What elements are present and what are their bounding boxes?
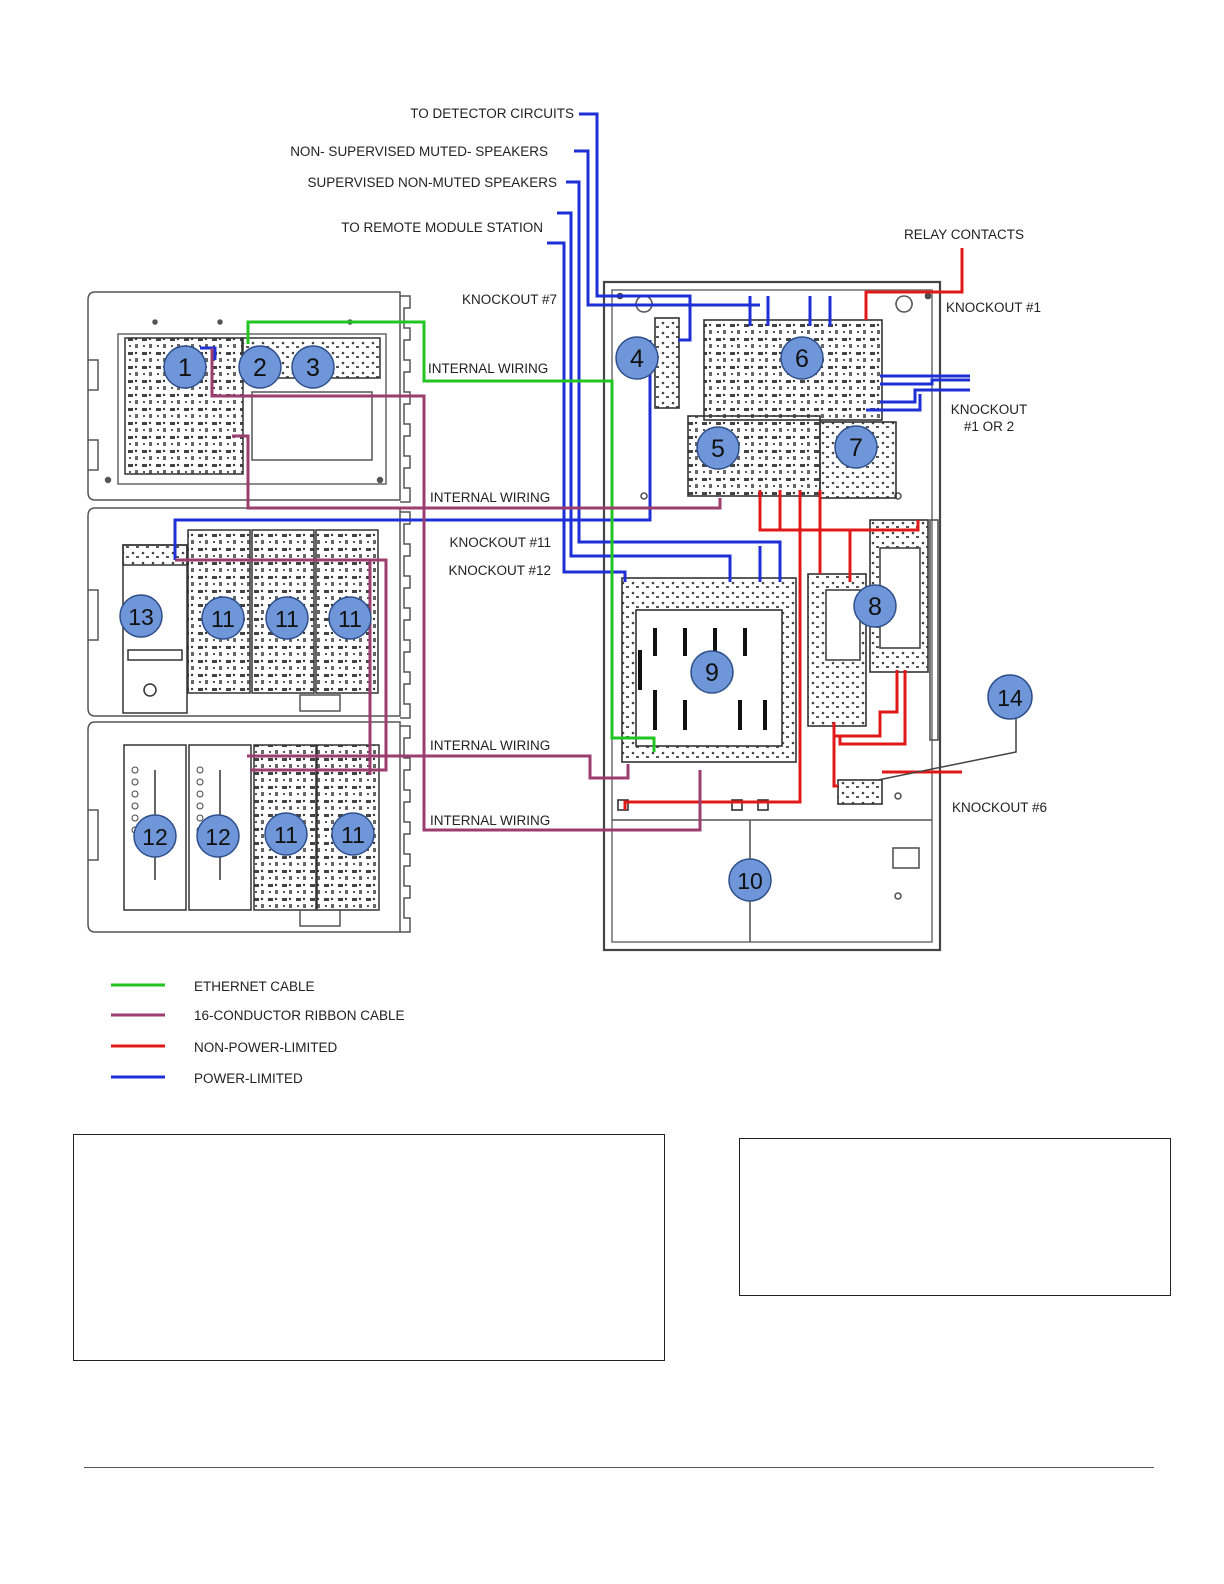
marker-3: 3 (291, 345, 335, 389)
svg-text:10: 10 (737, 868, 763, 894)
svg-text:14: 14 (997, 685, 1023, 711)
legend-label-ethernet: ETHERNET CABLE (194, 979, 315, 994)
label-knockout-1: KNOCKOUT #1 (946, 300, 1041, 315)
legend: ETHERNET CABLE 16-CONDUCTOR RIBBON CABLE… (111, 979, 405, 1086)
marker-11-b: 11 (265, 596, 309, 640)
legend-label-ribbon: 16-CONDUCTOR RIBBON CABLE (194, 1008, 405, 1023)
svg-text:5: 5 (711, 435, 725, 463)
svg-text:7: 7 (849, 434, 863, 462)
svg-text:6: 6 (795, 345, 809, 373)
svg-text:9: 9 (705, 659, 719, 687)
label-knockout-7: KNOCKOUT #7 (462, 292, 557, 307)
label-to-detector-circuits: TO DETECTOR CIRCUITS (410, 106, 574, 121)
svg-text:4: 4 (630, 345, 644, 373)
marker-6: 6 (780, 336, 824, 380)
board-14 (837, 779, 883, 805)
label-non-supervised-speakers: NON- SUPERVISED MUTED- SPEAKERS (290, 144, 548, 159)
label-internal-wiring-4: INTERNAL WIRING (430, 813, 550, 828)
note-box-left (73, 1134, 665, 1361)
marker-13: 13 (119, 594, 163, 638)
ribbon-cable-wires (175, 348, 722, 832)
top-mount-plate (117, 333, 387, 485)
marker-14-leader (877, 716, 1017, 781)
svg-text:11: 11 (274, 822, 298, 848)
marker-12-b: 12 (196, 814, 240, 858)
legend-label-non-power-limited: NON-POWER-LIMITED (194, 1040, 337, 1055)
label-relay-contacts: RELAY CONTACTS (904, 227, 1024, 242)
label-internal-wiring-1: INTERNAL WIRING (428, 361, 548, 376)
svg-text:11: 11 (211, 606, 235, 632)
svg-text:2: 2 (253, 354, 267, 382)
svg-text:8: 8 (868, 593, 882, 621)
marker-9: 9 (690, 650, 734, 694)
slot-e (188, 744, 252, 911)
label-supervised-speakers: SUPERVISED NON-MUTED SPEAKERS (307, 175, 557, 190)
marker-5: 5 (696, 426, 740, 470)
marker-1: 1 (163, 345, 207, 389)
marker-11-e: 11 (331, 812, 375, 856)
marker-11-a: 11 (201, 596, 245, 640)
label-internal-wiring-3: INTERNAL WIRING (430, 738, 550, 753)
svg-text:12: 12 (142, 824, 168, 850)
power-limited-wires (173, 112, 970, 582)
svg-text:12: 12 (205, 824, 231, 850)
board-4 (654, 317, 680, 409)
label-knockout-1or2-line2: #1 OR 2 (964, 419, 1014, 434)
label-knockout-12: KNOCKOUT #12 (448, 563, 551, 578)
wiring-diagram: TO DETECTOR CIRCUITS NON- SUPERVISED MUT… (87, 106, 1047, 1086)
component-markers: 1 2 3 4 5 6 7 8 9 10 11 11 11 11 11 12 1… (119, 336, 1033, 902)
label-internal-wiring-2: INTERNAL WIRING (430, 490, 550, 505)
marker-14: 14 (987, 674, 1033, 720)
svg-text:1: 1 (178, 354, 192, 382)
marker-4: 4 (615, 336, 659, 380)
marker-11-d: 11 (264, 812, 308, 856)
ethernet-wires (246, 320, 656, 752)
note-box-right (739, 1138, 1171, 1296)
svg-text:11: 11 (275, 606, 299, 632)
svg-text:3: 3 (306, 354, 320, 382)
marker-8: 8 (853, 584, 897, 628)
marker-12-a: 12 (133, 814, 177, 858)
label-knockout-6: KNOCKOUT #6 (952, 800, 1047, 815)
svg-text:13: 13 (128, 604, 154, 630)
marker-11-c: 11 (328, 596, 372, 640)
marker-2: 2 (238, 345, 282, 389)
label-knockout-1or2-line1: KNOCKOUT (951, 402, 1028, 417)
svg-text:11: 11 (338, 606, 362, 632)
slot-d (123, 744, 187, 911)
marker-10: 10 (728, 858, 772, 902)
label-knockout-11: KNOCKOUT #11 (449, 535, 551, 550)
legend-label-power-limited: POWER-LIMITED (194, 1071, 303, 1086)
footer-rule (84, 1467, 1154, 1468)
svg-text:11: 11 (341, 822, 365, 848)
non-power-limited-wires (623, 248, 964, 810)
marker-7: 7 (834, 425, 878, 469)
main-cabinet (602, 280, 942, 952)
label-remote-module-station: TO REMOTE MODULE STATION (341, 220, 543, 235)
